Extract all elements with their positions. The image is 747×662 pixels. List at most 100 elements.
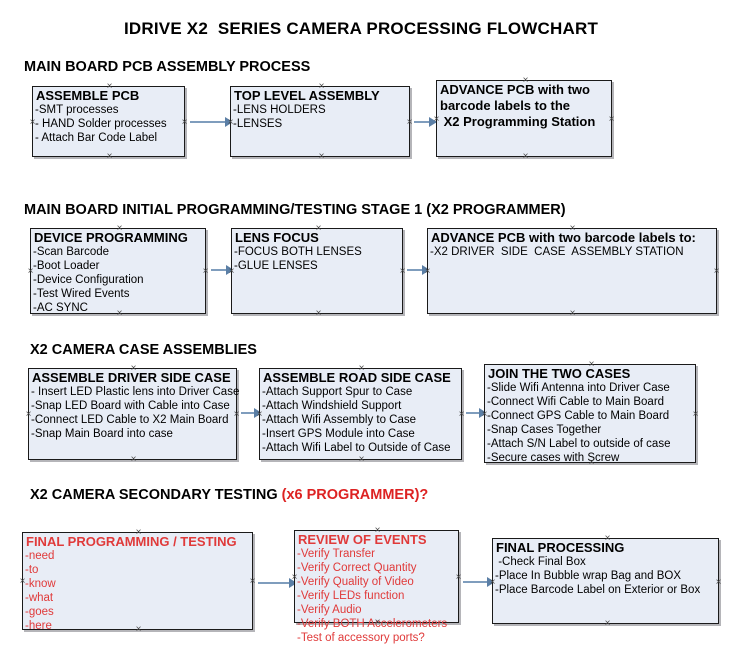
box-line: - Attach Bar Code Label — [35, 132, 158, 144]
connector-handle-bottom[interactable] — [587, 458, 596, 467]
connector-handle-right[interactable] — [712, 267, 721, 276]
connector-handle-right[interactable] — [691, 410, 700, 419]
connector-handle-left[interactable] — [423, 267, 432, 276]
connector-handle-top[interactable] — [521, 76, 530, 85]
section-heading-4: X2 CAMERA SECONDARY TESTING (x6 PROGRAMM… — [30, 487, 428, 503]
box-title: ASSEMBLE ROAD SIDE CASE — [263, 370, 451, 385]
connector-handle-right[interactable] — [180, 118, 189, 127]
box-line: -Verify Correct Quantity — [297, 562, 417, 574]
section-heading-4-text: X2 CAMERA SECONDARY TESTING — [30, 487, 282, 503]
box-review-of-events[interactable]: REVIEW OF EVENTS -Verify Transfer -Verif… — [294, 530, 459, 644]
box-assemble-driver-side-case[interactable]: ASSEMBLE DRIVER SIDE CASE - Insert LED P… — [28, 368, 239, 460]
box-line: -goes — [25, 606, 54, 618]
box-line: -Snap Main Board into case — [31, 428, 173, 440]
connector-handle-top[interactable] — [373, 526, 382, 535]
box-line: -Slide Wifi Antenna into Driver Case — [487, 382, 670, 394]
connector-handle-right[interactable] — [714, 578, 723, 587]
section-heading-1: MAIN BOARD PCB ASSEMBLY PROCESS — [24, 59, 311, 75]
box-lens-focus[interactable]: LENS FOCUS -FOCUS BOTH LENSES -GLUE LENS… — [231, 228, 403, 314]
connector-handle-bottom[interactable] — [317, 152, 326, 161]
box-line: -need — [25, 550, 55, 562]
box-line: -Verify LEDs function — [297, 590, 405, 602]
box-title: ASSEMBLE PCB — [36, 88, 140, 103]
connector-handle-bottom[interactable] — [314, 309, 323, 318]
box-assemble-road-side-case[interactable]: ASSEMBLE ROAD SIDE CASE -Attach Support … — [259, 368, 462, 460]
connector-handle-top[interactable] — [314, 224, 323, 233]
section-heading-2: MAIN BOARD INITIAL PROGRAMMING/TESTING S… — [24, 202, 566, 218]
connector-handle-bottom[interactable] — [603, 619, 612, 628]
connector-handle-left[interactable] — [226, 118, 235, 127]
box-line: -Verify BOTH Accelerometers — [297, 618, 448, 630]
connector-handle-left[interactable] — [24, 410, 33, 419]
box-top-level-assembly[interactable]: TOP LEVEL ASSEMBLY -LENS HOLDERS -LENSES — [230, 86, 410, 157]
box-advance-pcb-programming-station[interactable]: ADVANCE PCB with two barcode labels to t… — [436, 80, 612, 157]
box-final-processing[interactable]: FINAL PROCESSING -Check Final Box -Place… — [492, 538, 719, 624]
box-line: -Connect GPS Cable to Main Board — [487, 410, 670, 422]
connector-handle-bottom[interactable] — [134, 625, 143, 634]
connector-handle-top[interactable] — [115, 224, 124, 233]
connector-handle-top[interactable] — [105, 82, 114, 91]
connector-handle-right[interactable] — [457, 410, 466, 419]
connector-handle-bottom[interactable] — [105, 152, 114, 161]
connector-handle-top[interactable] — [603, 534, 612, 543]
connector-handle-bottom[interactable] — [115, 309, 124, 318]
box-title: JOIN THE TWO CASES — [488, 366, 631, 381]
connector-handle-left[interactable] — [488, 578, 497, 587]
connector-handle-left[interactable] — [227, 267, 236, 276]
box-line: -Verify Transfer — [297, 548, 375, 560]
connector-handle-bottom[interactable] — [129, 455, 138, 464]
connector-handle-top[interactable] — [129, 364, 138, 373]
box-line: -Attach Support Spur to Case — [262, 386, 413, 398]
box-title: TOP LEVEL ASSEMBLY — [234, 88, 380, 103]
connector-handle-top[interactable] — [587, 360, 596, 369]
connector-handle-top[interactable] — [357, 364, 366, 373]
connector-handle-bottom[interactable] — [568, 309, 577, 318]
box-title: ADVANCE PCB with two — [440, 82, 590, 97]
box-final-programming-testing[interactable]: FINAL PROGRAMMING / TESTING -need -to -k… — [22, 532, 253, 632]
box-join-the-two-cases[interactable]: JOIN THE TWO CASES -Slide Wifi Antenna i… — [484, 364, 696, 464]
box-line: -Verify Audio — [297, 604, 362, 616]
connector-handle-left[interactable] — [26, 267, 35, 276]
connector-handle-right[interactable] — [248, 577, 257, 586]
box-line: -Place Barcode Label on Exterior or Box — [495, 584, 701, 596]
box-advance-pcb-driver-side-station[interactable]: ADVANCE PCB with two barcode labels to: … — [427, 228, 717, 314]
box-device-programming[interactable]: DEVICE PROGRAMMING -Scan Barcode -Boot L… — [30, 228, 206, 314]
connector-handle-right[interactable] — [232, 410, 241, 419]
connector-handle-top[interactable] — [317, 82, 326, 91]
connector-handle-bottom[interactable] — [521, 152, 530, 161]
box-line: -Connect Wifi Cable to Main Board — [487, 396, 665, 408]
box-line-overflow: -Test of accessory ports? — [297, 632, 425, 644]
box-line: -Attach S/N Label to outside of case — [487, 438, 671, 450]
box-line: -Boot Loader — [33, 260, 100, 272]
connector-handle-bottom[interactable] — [357, 455, 366, 464]
connector-handle-right[interactable] — [398, 267, 407, 276]
box-title: ADVANCE PCB with two barcode labels to: — [431, 230, 696, 245]
box-line: -Check Final Box — [495, 556, 586, 568]
box-assemble-pcb[interactable]: ASSEMBLE PCB -SMT processes - HAND Solde… — [32, 86, 185, 157]
connector-handle-left[interactable] — [290, 573, 299, 582]
box-line: -Scan Barcode — [33, 246, 110, 258]
box-line: -Attach Windshield Support — [262, 400, 402, 412]
connector-handle-left[interactable] — [480, 410, 489, 419]
connector-handle-right[interactable] — [405, 118, 414, 127]
arrow-final-programming-to-review — [258, 578, 297, 588]
connector-handle-left[interactable] — [18, 577, 27, 586]
connector-handle-right[interactable] — [201, 267, 210, 276]
connector-handle-top[interactable] — [134, 528, 143, 537]
box-line: -LENS HOLDERS — [233, 104, 326, 116]
box-title-line3: X2 Programming Station — [440, 114, 596, 129]
connector-handle-left[interactable] — [28, 118, 37, 127]
connector-handle-left[interactable] — [255, 410, 264, 419]
box-line: -Verify Quality of Video — [297, 576, 414, 588]
box-line: -LENSES — [233, 118, 283, 130]
connector-handle-right[interactable] — [454, 573, 463, 582]
box-line: -AC SYNC — [33, 302, 88, 314]
connector-handle-top[interactable] — [568, 224, 577, 233]
connector-handle-left[interactable] — [432, 115, 441, 124]
box-line: -Device Configuration — [33, 274, 144, 286]
connector-handle-bottom[interactable] — [373, 618, 382, 627]
box-line: -here — [25, 620, 52, 632]
connector-handle-right[interactable] — [607, 115, 616, 124]
box-line: -Connect LED Cable to X2 Main Board — [31, 414, 229, 426]
